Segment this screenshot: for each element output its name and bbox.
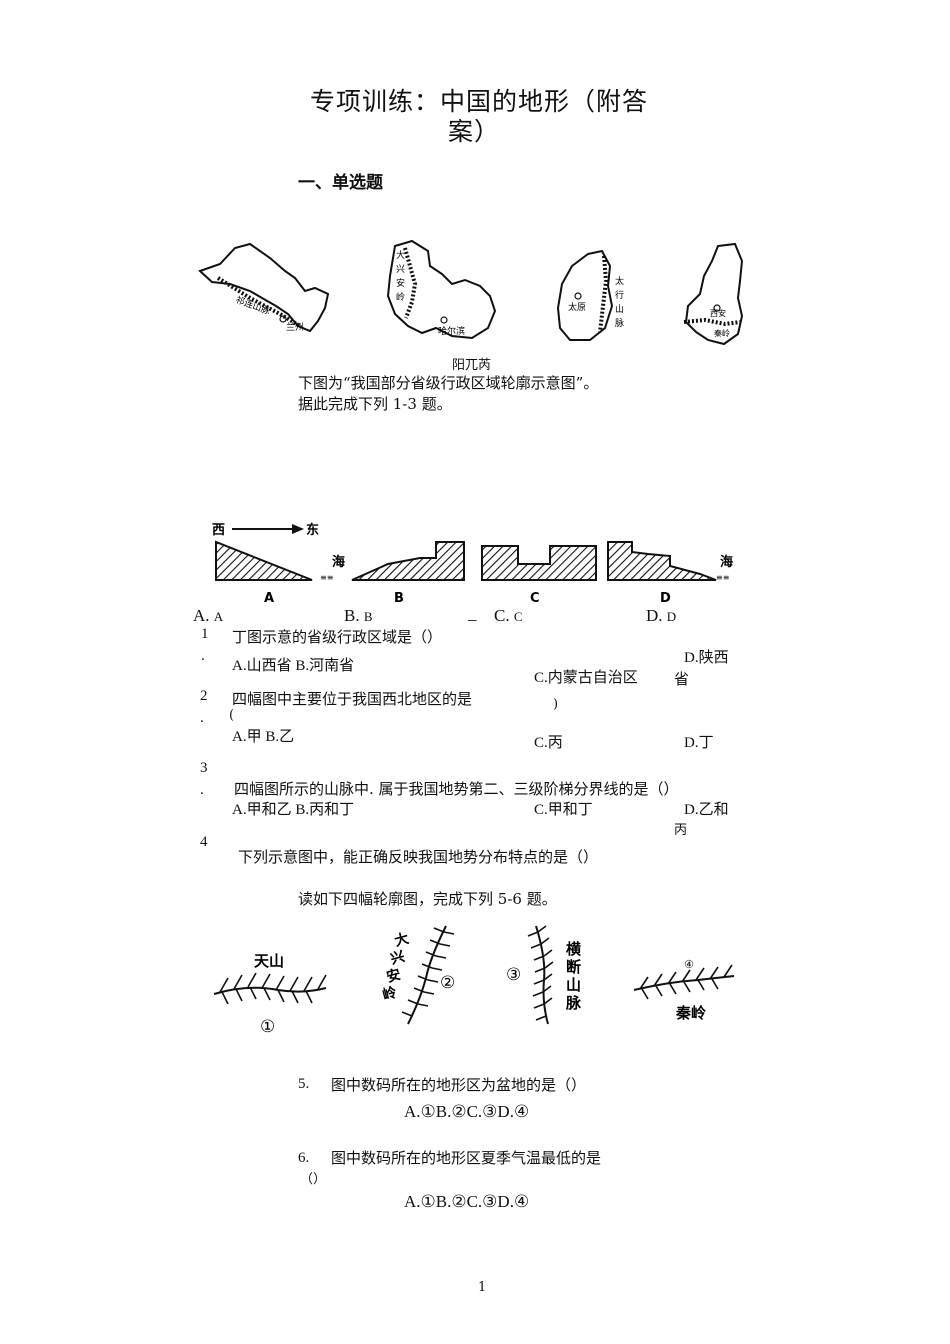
q1-number: 1 (201, 626, 209, 642)
q1-option-c: C.内蒙古自治区 (534, 670, 638, 686)
label-hdsm-3: 山 (566, 976, 581, 994)
label-lanzhou: 兰州 (286, 321, 304, 333)
intro-text: 据此完成下列 1-3 题。 (298, 395, 452, 413)
intro-text: 下图为“我国部分省级行政区域轮廓示意图”。 (298, 374, 599, 392)
option-d-letter: D. (646, 606, 663, 625)
q2-option-c: C.丙 (534, 735, 563, 751)
marker-3: ③ (506, 965, 521, 985)
terrain-profile-figure: 西 东 海 ≡≡ A B C 海 ≡≡ D (212, 522, 733, 606)
q2-paren-open: ( (229, 708, 235, 723)
label-taiyuan: 太原 (568, 301, 586, 313)
option-c-letter: C. (494, 606, 510, 625)
figure-caption: 阳兀芮 (452, 358, 492, 373)
option-c: C. C (494, 606, 523, 626)
panel-label-d: D (660, 591, 671, 606)
q1-option-d-cont: 省 (674, 672, 690, 688)
q1-options-ab: A.山西省 B.河南省 (232, 658, 355, 674)
q6-paren: （） (300, 1172, 327, 1187)
q6-stem: 图中数码所在的地形区夏季气温最低的是 (331, 1149, 602, 1167)
label-sea-d: 海 (720, 554, 733, 570)
option-a-letter: A. (193, 606, 210, 625)
label-hdsm-4: 脉 (565, 994, 582, 1012)
option-c-label: C (513, 609, 523, 624)
page-title: 专项训练：中国的地形（附答 (310, 87, 649, 116)
q6-options: A.①B.②C.③D.④ (404, 1192, 530, 1211)
q3-option-d-cont: 丙 (674, 823, 688, 838)
label-qinling: 秦岭 (675, 1004, 706, 1022)
q6-number: 6. (298, 1150, 310, 1166)
q1-stem: 丁图示意的省级行政区域是（） (232, 628, 443, 646)
q3-options-ab: A.甲和乙 B.丙和丁 (232, 802, 355, 818)
q2-options-ab: A.甲 B.乙 (232, 729, 295, 745)
q2-number: 2 (200, 688, 208, 704)
label-dxal-4: 岭 (381, 984, 399, 1004)
q5-stem: 图中数码所在的地形区为盆地的是（） (331, 1076, 587, 1094)
mountain-sketch-figure: 天山 ① 大 兴 安 岭 ② ③ 横 断 山 脉 ④ 秦岭 (213, 925, 735, 1037)
q4-number: 4 (200, 834, 208, 850)
q2-dot: . (200, 710, 204, 726)
option-d: D. D (646, 606, 676, 626)
label-dxal-2: 兴 (389, 948, 407, 968)
panel-label-b: B (394, 591, 404, 606)
label-dxal-1: 大 (396, 249, 405, 261)
marker-2: ② (440, 973, 455, 993)
label-harbin: 哈尔滨 (438, 325, 465, 337)
label-west: 西 (212, 523, 225, 538)
label-taihang-3: 山 (615, 304, 624, 315)
option-underscore: _ (468, 604, 477, 623)
label-hdsm-1: 横 (566, 940, 582, 958)
option-d-label: D (666, 609, 677, 624)
label-taihang-4: 脉 (615, 317, 624, 329)
q3-number: 3 (200, 760, 208, 776)
option-a: A. A (193, 606, 223, 626)
marker-4: ④ (684, 958, 694, 971)
label-dxal-3: 安 (396, 277, 405, 289)
panel-label-c: C (530, 591, 540, 606)
q5-options: A.①B.②C.③D.④ (404, 1102, 530, 1121)
option-a-label: A (213, 609, 224, 624)
q2-paren-close: ) (553, 697, 559, 712)
label-tianshan: 天山 (254, 952, 284, 970)
label-dxal-4: 岭 (396, 291, 405, 303)
intro-5-6: 读如下四幅轮廓图，完成下列 5-6 题。 (298, 890, 557, 908)
label-dxal-3: 安 (385, 966, 403, 986)
q1-dot: . (201, 648, 205, 664)
label-east: 东 (306, 522, 319, 538)
q3-dot: . (200, 782, 204, 798)
panel-label-a: A (264, 591, 274, 606)
label-xian: 西安 (710, 308, 726, 318)
page-number: 1 (478, 1280, 487, 1295)
q5-number: 5. (298, 1076, 310, 1092)
label-qinling: 秦岭 (714, 328, 730, 338)
q3-option-d: D.乙和 (684, 802, 729, 818)
option-b: B. B (344, 606, 373, 626)
label-sea-a: 海 (332, 554, 345, 570)
svg-text:≡≡: ≡≡ (716, 573, 729, 582)
label-dxal-2: 兴 (396, 264, 405, 275)
option-b-label: B (363, 609, 373, 624)
marker-1: ① (260, 1017, 275, 1037)
q3-stem: 四幅图所示的山脉中. 属于我国地势第二、三级阶梯分界线的是（） (234, 780, 679, 798)
province-outline-figure: 祁连山脉 兰州 大 兴 安 岭 哈尔滨 太原 太 行 山 脉 西安 秦岭 (198, 239, 744, 346)
label-taihang-2: 行 (615, 289, 624, 301)
section-heading: 一、单选题 (298, 173, 383, 193)
label-hdsm-2: 断 (566, 958, 581, 976)
option-b-letter: B. (344, 606, 360, 625)
q2-option-d: D.丁 (684, 735, 714, 751)
q3-option-c: C.甲和丁 (534, 802, 593, 818)
label-taihang-1: 太 (615, 275, 624, 287)
label-dxal-1: 大 (393, 930, 411, 950)
q4-stem: 下列示意图中，能正确反映我国地势分布特点的是（） (238, 848, 599, 866)
label-qilian: 祁连山脉 (234, 294, 272, 318)
q2-stem: 四幅图中主要位于我国西北地区的是 (232, 690, 473, 708)
q1-option-d: D.陕西 (684, 650, 729, 666)
svg-text:≡≡: ≡≡ (320, 573, 333, 582)
page-title-cont: 案） (448, 117, 501, 146)
